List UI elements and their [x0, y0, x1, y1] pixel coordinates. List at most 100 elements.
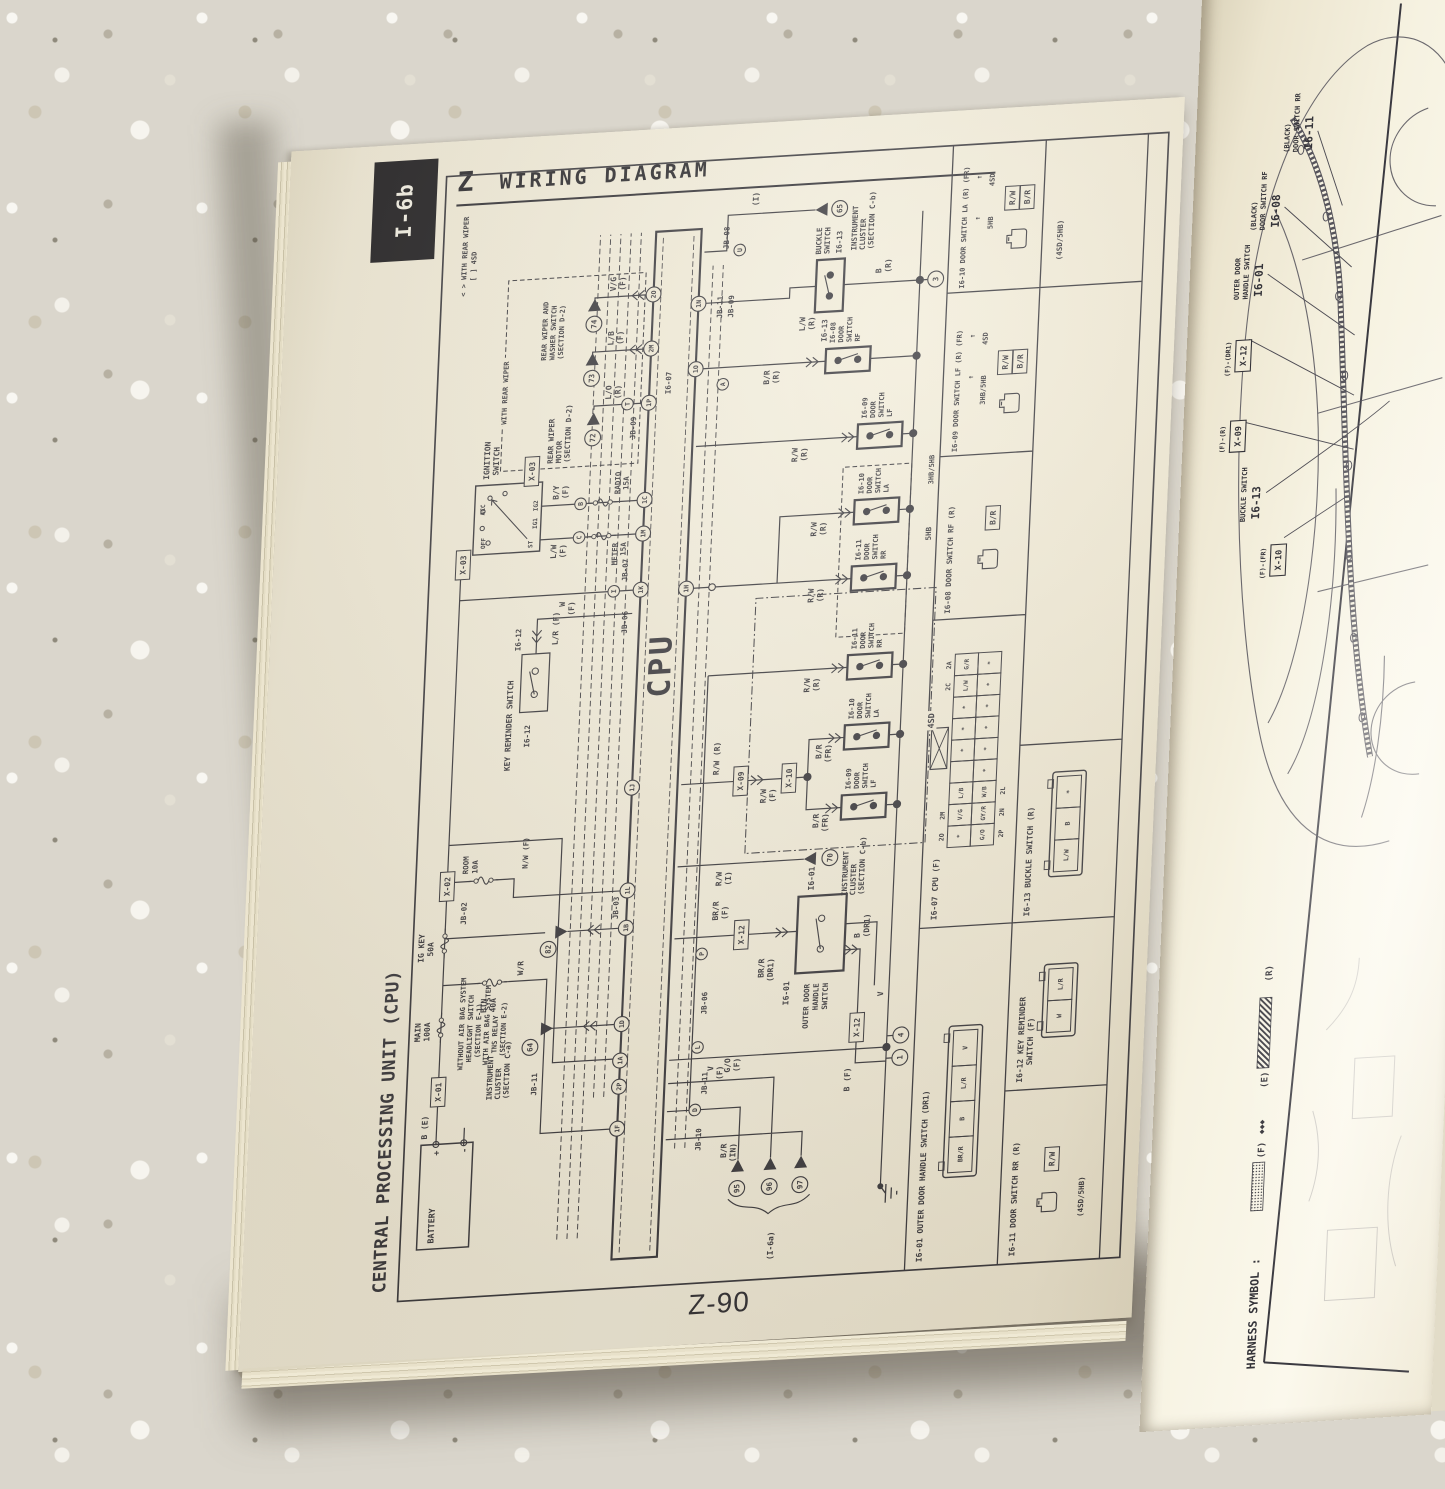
- continuation-arrow: [815, 202, 828, 216]
- switch-box: [823, 345, 872, 375]
- diagram-label: SWITCH: [874, 468, 883, 494]
- switch-box: [794, 892, 848, 975]
- reference-number: 65: [835, 204, 844, 214]
- boxed-connector-label: [454, 549, 472, 581]
- connector-cell: [1047, 967, 1074, 1002]
- reference-number: 97: [795, 1180, 804, 1190]
- open-junction: [708, 583, 716, 592]
- diagram-label: JB-11: [700, 1071, 710, 1095]
- wires: [435, 209, 928, 1187]
- open-service-manual: HARNESS SYMBOL :(F)◆◆◆(E)(R)(BLACK)DOOR …: [206, 0, 1445, 1433]
- boxed-label-text: X-12: [737, 925, 747, 945]
- reference-number: 4: [896, 1032, 905, 1038]
- diagram-label: (DR1): [766, 958, 776, 982]
- reference-number: 70: [825, 852, 834, 862]
- diagram-label: I6-11: [851, 628, 860, 650]
- wire-chevron: [586, 924, 601, 935]
- wire-code-circle: [574, 497, 587, 511]
- diagram-label: (R): [816, 588, 826, 603]
- cpu-grid-header: 2M: [938, 812, 946, 820]
- diagram-label: RR: [880, 549, 888, 559]
- diagram-label: < > WITH REAR WIPER: [460, 216, 471, 297]
- ignition-switch-contacts: [479, 490, 528, 546]
- reference-number-circle: [821, 849, 839, 867]
- boxed-label-text: R/W: [1008, 190, 1018, 205]
- diagram-label: R/W (R): [712, 741, 722, 775]
- wire-code: I: [610, 589, 618, 593]
- fuse: [468, 876, 499, 885]
- boxed-label-text: B/R: [1016, 354, 1026, 369]
- boxed-connector-label: [1018, 184, 1036, 210]
- cpu-grid-value: *: [961, 726, 968, 730]
- diagram-label: DOOR: [853, 771, 862, 789]
- diagram-label: (SECTION C-b): [856, 836, 868, 895]
- boxed-label-text: X-02: [443, 877, 453, 897]
- connector-cell-value: W: [1055, 1014, 1063, 1018]
- wire-chevron: [631, 289, 645, 301]
- diagram-label: L/O: [604, 385, 614, 400]
- reference-number: 82: [544, 945, 553, 955]
- diagram-label: REAR WIPER AND: [540, 302, 551, 361]
- diagram-label: (R): [884, 258, 894, 273]
- diagram-label: N/W (F): [521, 837, 531, 869]
- diagram-label: LA: [882, 483, 890, 493]
- diagram-label: V: [876, 991, 885, 997]
- diagram-label: (I-6a): [766, 1231, 776, 1260]
- diagram-label: (4SD/5HB): [1055, 220, 1066, 261]
- diagram-label: (F): [732, 1057, 742, 1072]
- diagram-label: SWITCH: [861, 763, 870, 789]
- connector-cell-value: B: [1064, 821, 1072, 825]
- diagram-label: B/R: [811, 813, 821, 828]
- diagram-label: HANDLE SWITCH: [1241, 244, 1252, 299]
- cpu-pin-label: 1D: [618, 1020, 626, 1028]
- wire-chevron: [834, 574, 849, 585]
- diagram-label: REAR WIPER: [546, 418, 557, 464]
- diagram-label: BATTERY: [425, 1207, 437, 1244]
- diagram-label: I6-08: [1269, 194, 1283, 228]
- cpu-pin: [612, 1052, 629, 1069]
- connector-outline: [1040, 962, 1079, 1039]
- wire-code: P: [698, 952, 706, 956]
- continuation-arrow: [730, 1159, 744, 1173]
- diagram-label: SWITCH: [822, 227, 832, 255]
- diagram-label: BR/R: [711, 901, 721, 921]
- cpu-pin-label: 1J: [628, 783, 636, 791]
- wire-chevron: [531, 629, 543, 644]
- diagram-label: JB-11: [715, 295, 725, 319]
- wire-chevron: [824, 802, 839, 814]
- diagram-label: LA: [873, 708, 881, 718]
- cpu-pin-label: 2M: [647, 344, 655, 352]
- diagram-label: DOOR: [869, 400, 878, 418]
- diagram-label: I6-11: [1302, 115, 1316, 149]
- boxed-connector-label: [732, 765, 749, 797]
- cpu-grid-value: *: [985, 703, 992, 707]
- diagram-label: (IN): [728, 1143, 738, 1163]
- cpu-grid-value: GY/R: [980, 805, 988, 820]
- diagram-label: B/Y: [552, 485, 562, 500]
- cpu-grid-value: W/B: [981, 786, 988, 798]
- diagram-label: L/W: [798, 316, 808, 331]
- label-mask: [925, 710, 938, 731]
- diagram-label: ROOM: [461, 856, 471, 875]
- cpu-pin: [635, 525, 652, 542]
- reference-number: 72: [588, 433, 597, 443]
- diagram-label: ST: [527, 540, 534, 548]
- diagram-label: I6-09: [844, 768, 853, 790]
- boxed-label-text: B/R: [1023, 189, 1033, 204]
- continuation-arrow: [585, 353, 599, 366]
- diagram-label: (DR1): [862, 913, 872, 937]
- boxed-connector-label: [780, 762, 798, 794]
- cpu-grid-value: G/O: [979, 829, 986, 841]
- diagram-label: (4SD/5HB): [1076, 1176, 1087, 1217]
- switch-box: [839, 791, 888, 821]
- diagram-label: 5HB: [924, 526, 934, 541]
- diagram-label: B: [853, 933, 862, 939]
- diagram-label: (R): [812, 677, 822, 692]
- continuation-arrow: [763, 1157, 777, 1171]
- diagram-label: (SECTION D-2): [562, 404, 574, 463]
- diagram-label: [ ] 4SD: [469, 251, 478, 281]
- fuse: [586, 532, 617, 541]
- wire-code-circle: [688, 1103, 702, 1117]
- cpu-pin-label: 1L: [624, 886, 632, 894]
- diagram-label: (F): [567, 601, 577, 616]
